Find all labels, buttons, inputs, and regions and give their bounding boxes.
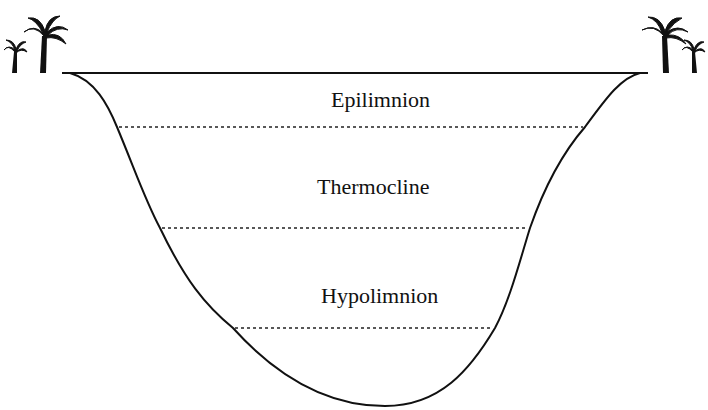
palm-tree-left (4, 16, 68, 73)
layer-label: Thermocline (313, 175, 433, 199)
dashed-boundary (162, 227, 528, 229)
layer-label: Epilimnion (327, 88, 434, 112)
dashed-boundary (119, 126, 583, 128)
layer-label: Hypolimnion (317, 284, 442, 308)
palm-tree-right (642, 17, 705, 73)
basin-outline (70, 73, 640, 406)
water-surface (62, 72, 648, 74)
dashed-boundary (235, 327, 493, 329)
layer-boundaries (119, 127, 583, 328)
